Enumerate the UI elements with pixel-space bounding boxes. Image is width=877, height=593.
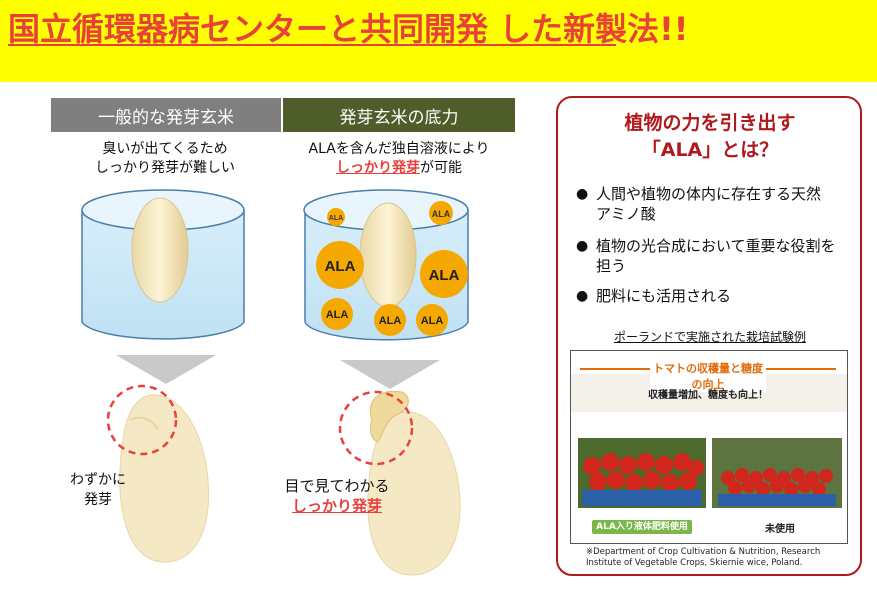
ala-label: ALA <box>329 215 343 222</box>
result-ordinary-line2: 発芽 <box>84 492 112 508</box>
ala-label: ALA <box>326 309 349 321</box>
ala-bubble <box>429 201 453 225</box>
result-strong-line1: 目で見てわかる <box>284 477 390 495</box>
grain-left-sprouted <box>106 384 210 563</box>
list-item: ● 植物の光合成において重要な役割を担う <box>576 236 836 276</box>
result-ordinary-line1: わずかに <box>70 472 126 488</box>
title-banner <box>0 0 877 82</box>
highlight-circle <box>106 384 178 456</box>
ala-label: ALA <box>421 315 444 327</box>
ala-bubble <box>374 304 406 336</box>
ala-bubble <box>321 298 353 330</box>
ala-bubble <box>316 241 364 289</box>
source-line2: Institute of Vegetable Crops, Skiernie w… <box>586 558 803 568</box>
caption-strong-emphasis: しっかり発芽 <box>336 160 420 176</box>
bullet-icon: ● <box>576 238 589 254</box>
label-ala-fertilizer: ALA入り液体肥料使用 <box>592 520 692 534</box>
source-citation: ※Department of Crop Cultivation & Nutrit… <box>586 547 856 569</box>
bullet-text: 肥料にも活用される <box>596 287 732 305</box>
ala-label: ALA <box>432 209 451 219</box>
ala-label: ALA <box>379 315 402 327</box>
caption-strong-line2: しっかり発芽が可能 <box>283 159 515 178</box>
bullet-icon: ● <box>576 186 589 202</box>
bullet-icon: ● <box>576 288 589 304</box>
list-item: ● 人間や植物の体内に存在する天然アミノ酸 <box>576 184 836 224</box>
tomato-photos <box>578 438 842 508</box>
photo-subtitle: 収穫量増加、糖度も向上！ <box>648 390 768 401</box>
bullet-text: 植物の光合成において重要な役割を担う <box>596 237 836 275</box>
source-line1: ※Department of Crop Cultivation & Nutrit… <box>586 547 821 557</box>
banner-underline <box>8 44 616 46</box>
container-left <box>81 189 245 340</box>
caption-ordinary: 臭いが出てくるため しっかり発芽が難しい <box>60 140 270 178</box>
result-ordinary: わずかに 発芽 <box>70 470 126 510</box>
container-right: ALA ALA ALA ALA ALA ALA ALA <box>303 189 469 341</box>
grain-right-sprouted <box>338 390 461 576</box>
highlight-circle <box>338 390 414 466</box>
rice-illustration: ALA ALA ALA ALA ALA ALA ALA <box>81 189 469 576</box>
ala-label: ALA <box>325 258 356 275</box>
ala-bubble <box>327 208 345 226</box>
arrow-down-left-icon <box>116 355 216 384</box>
caption-strong: ALAを含んだ独自溶液により しっかり発芽が可能 <box>283 140 515 178</box>
result-strong-line2: しっかり発芽 <box>291 497 382 515</box>
ala-bubble <box>420 250 468 298</box>
arrow-down-right-icon <box>340 360 440 389</box>
caption-ordinary-line2: しっかり発芽が難しい <box>95 160 235 176</box>
header-strong-rice: 発芽玄米の底力 <box>283 98 515 132</box>
ala-info-panel <box>556 96 862 576</box>
caption-ordinary-line1: 臭いが出てくるため <box>102 141 228 157</box>
ala-bubble <box>416 304 448 336</box>
caption-strong-rest: が可能 <box>420 160 462 176</box>
caption-strong-line1: ALAを含んだ独自溶液により <box>308 141 490 157</box>
ala-label: ALA <box>429 267 460 284</box>
photo-title: トマトの収穫量と糖度の向上 <box>650 360 766 392</box>
bullet-text: 人間や植物の体内に存在する天然アミノ酸 <box>596 185 822 223</box>
header-ordinary-rice: 一般的な発芽玄米 <box>51 98 281 132</box>
panel-title-line2: 「ALA」とは？ <box>641 139 779 161</box>
trial-caption: ポーランドで実施された栽培試験例 <box>613 330 806 344</box>
result-strong: 目で見てわかる しっかり発芽 <box>272 476 402 516</box>
label-untreated: 未使用 <box>765 524 795 535</box>
list-item: ● 肥料にも活用される <box>576 286 836 306</box>
banner-title: 国立循環器病センターと共同開発 した新製法!! <box>8 10 689 48</box>
panel-title: 植物の力を引き出す 「ALA」とは？ <box>560 110 860 164</box>
panel-title-line1: 植物の力を引き出す <box>624 112 796 134</box>
